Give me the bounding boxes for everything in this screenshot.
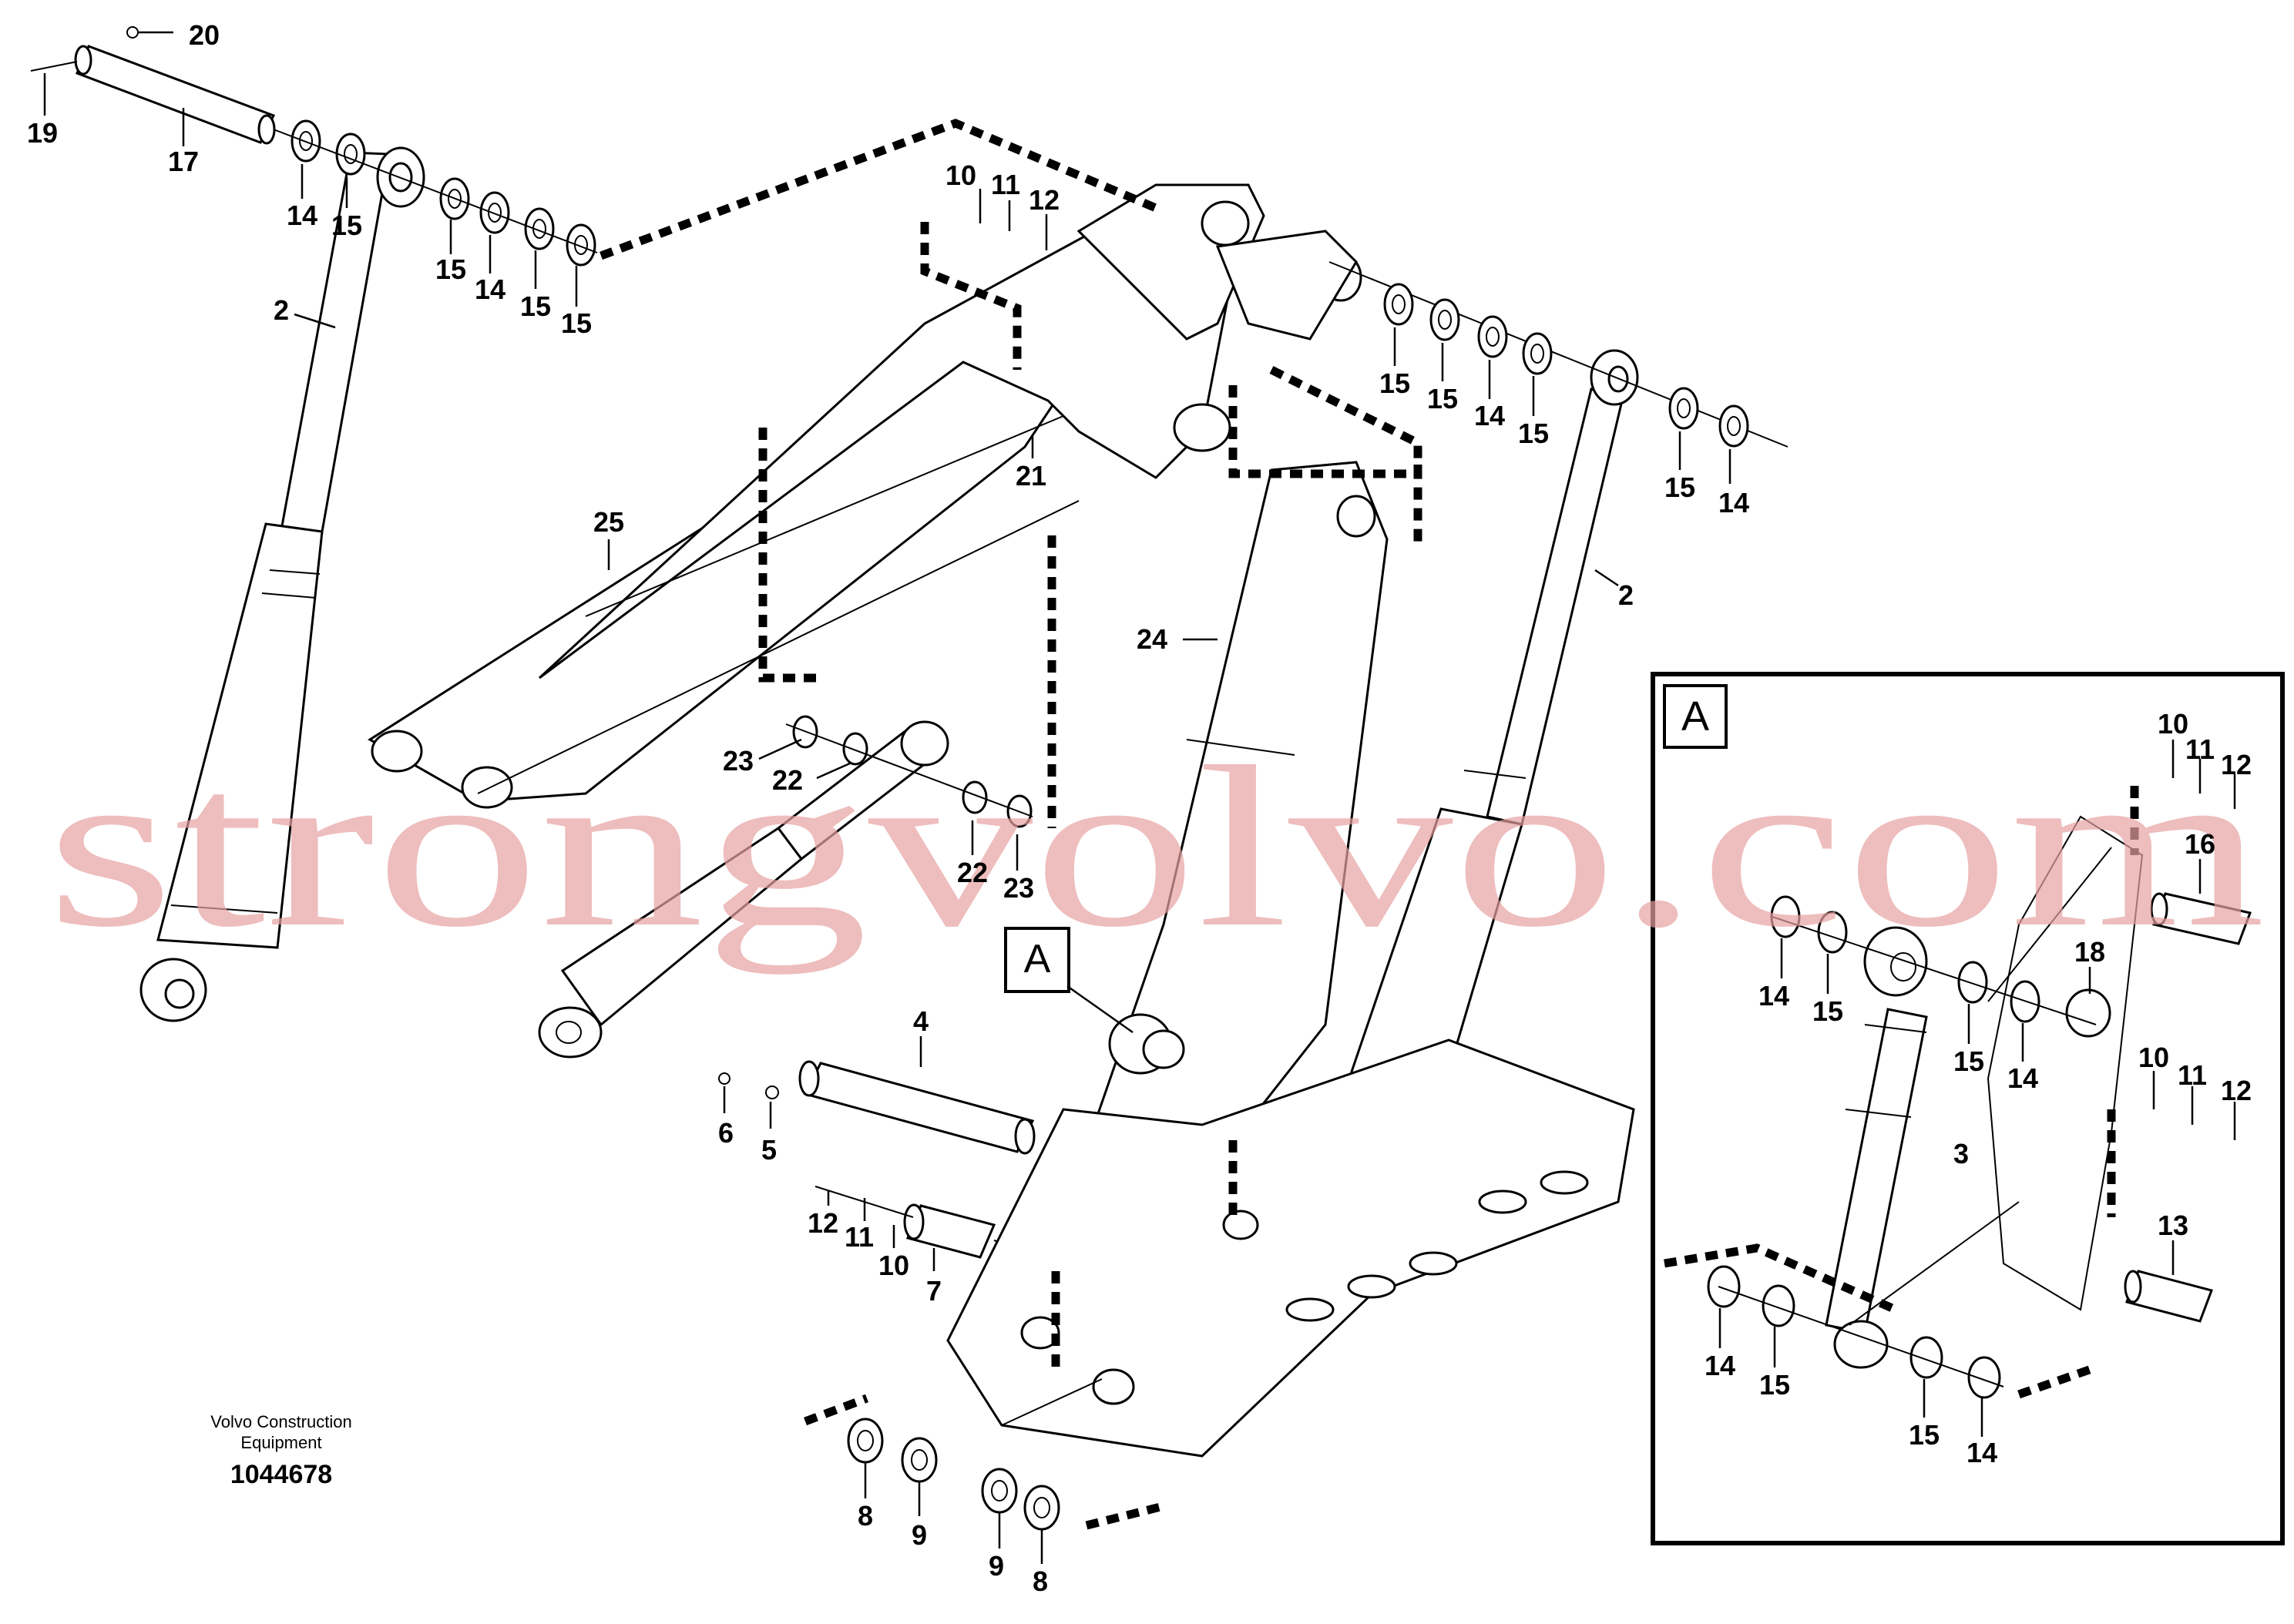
label-7: 7 — [926, 1275, 942, 1307]
label-9a: 9 — [912, 1519, 927, 1551]
part-labels-inset: 10 11 12 16 14 15 18 15 14 10 11 12 3 13… — [1705, 708, 2252, 1468]
arm-cylinder — [538, 715, 1033, 1059]
inset-label-14c: 14 — [1705, 1350, 1735, 1381]
label-23b: 23 — [1003, 872, 1034, 904]
label-14b: 14 — [475, 273, 505, 305]
label-25: 25 — [593, 506, 624, 538]
inset-label-18: 18 — [2074, 936, 2105, 968]
label-14d: 14 — [1718, 487, 1749, 518]
label-15e: 15 — [1379, 367, 1410, 399]
label-24: 24 — [1137, 623, 1167, 655]
label-22b: 22 — [957, 857, 988, 888]
footer-brand: Volvo Construction Equipment 1044678 — [210, 1412, 351, 1489]
label-10a: 10 — [945, 159, 976, 191]
label-10b: 10 — [878, 1250, 909, 1281]
brand-line-1: Volvo Construction — [210, 1412, 351, 1431]
drawing-number: 1044678 — [230, 1460, 332, 1489]
label-15d: 15 — [561, 307, 592, 339]
label-9b: 9 — [989, 1550, 1004, 1582]
label-2b: 2 — [1618, 579, 1634, 611]
label-12a: 12 — [1029, 184, 1060, 216]
label-15c: 15 — [520, 290, 551, 322]
inset-label-13: 13 — [2158, 1210, 2188, 1241]
label-22a: 22 — [772, 764, 803, 796]
label-19: 19 — [27, 117, 58, 149]
label-15f: 15 — [1427, 383, 1458, 414]
label-8b: 8 — [1033, 1565, 1048, 1597]
inset-label-14d: 14 — [1967, 1437, 1997, 1468]
pin-7 — [814, 1186, 1064, 1264]
washers-bottom — [847, 1378, 1103, 1531]
part-labels-main: 20 19 17 14 15 15 14 15 15 2 10 11 12 15… — [27, 19, 1749, 1597]
inset-label-15d: 15 — [1909, 1419, 1940, 1451]
inset-label-12: 12 — [2221, 749, 2252, 780]
inset-letter: A — [1681, 693, 1709, 740]
label-15b: 15 — [435, 253, 466, 285]
label-11b: 11 — [845, 1221, 874, 1253]
label-11a: 11 — [991, 169, 1020, 200]
brand-line-2: Equipment — [240, 1433, 321, 1452]
label-21: 21 — [1016, 460, 1046, 492]
label-6: 6 — [718, 1117, 734, 1149]
washers-top-left — [273, 119, 598, 267]
label-20: 20 — [189, 19, 220, 51]
inset-label-3: 3 — [1953, 1138, 1969, 1169]
leader-lines — [43, 31, 2236, 1564]
inset-label-15a: 15 — [1812, 995, 1843, 1027]
label-17: 17 — [168, 146, 199, 177]
upper-frame — [946, 1038, 1635, 1458]
callout-letter: A — [1024, 937, 1051, 981]
label-12b: 12 — [808, 1207, 838, 1239]
label-14a: 14 — [287, 200, 317, 231]
label-8a: 8 — [858, 1500, 873, 1532]
boom-25 — [368, 183, 1362, 809]
label-15h: 15 — [1664, 471, 1695, 503]
inset-label-12b: 12 — [2221, 1075, 2252, 1106]
inset-label-16: 16 — [2185, 828, 2215, 860]
label-5: 5 — [761, 1134, 777, 1166]
label-23a: 23 — [723, 745, 754, 777]
inset-label-14a: 14 — [1758, 980, 1789, 1012]
inset-label-10b: 10 — [2138, 1042, 2169, 1073]
pin-17 — [30, 26, 276, 145]
inset-label-11b: 11 — [2178, 1059, 2207, 1091]
callout-a: A — [1004, 927, 1134, 1034]
inset-detail-a: A — [1651, 672, 2285, 1545]
label-4: 4 — [913, 1005, 929, 1037]
label-2a: 2 — [274, 294, 289, 326]
arm-24 — [1092, 461, 1389, 1134]
inset-label-11: 11 — [2185, 733, 2215, 765]
dashed-outlines — [600, 119, 1422, 1530]
left-boom-cylinder — [139, 146, 425, 1022]
inset-label-10: 10 — [2158, 708, 2188, 740]
inset-label-15b: 15 — [1953, 1045, 1984, 1077]
label-14c: 14 — [1474, 400, 1505, 431]
washers-top-right — [1328, 261, 1789, 448]
label-15g: 15 — [1518, 418, 1549, 449]
label-15a: 15 — [331, 210, 362, 241]
inset-label-14b: 14 — [2007, 1062, 2038, 1094]
pin-4 — [718, 1060, 1036, 1155]
inset-label-15c: 15 — [1759, 1369, 1790, 1401]
watermark: strongvolvo.com — [46, 719, 2265, 975]
